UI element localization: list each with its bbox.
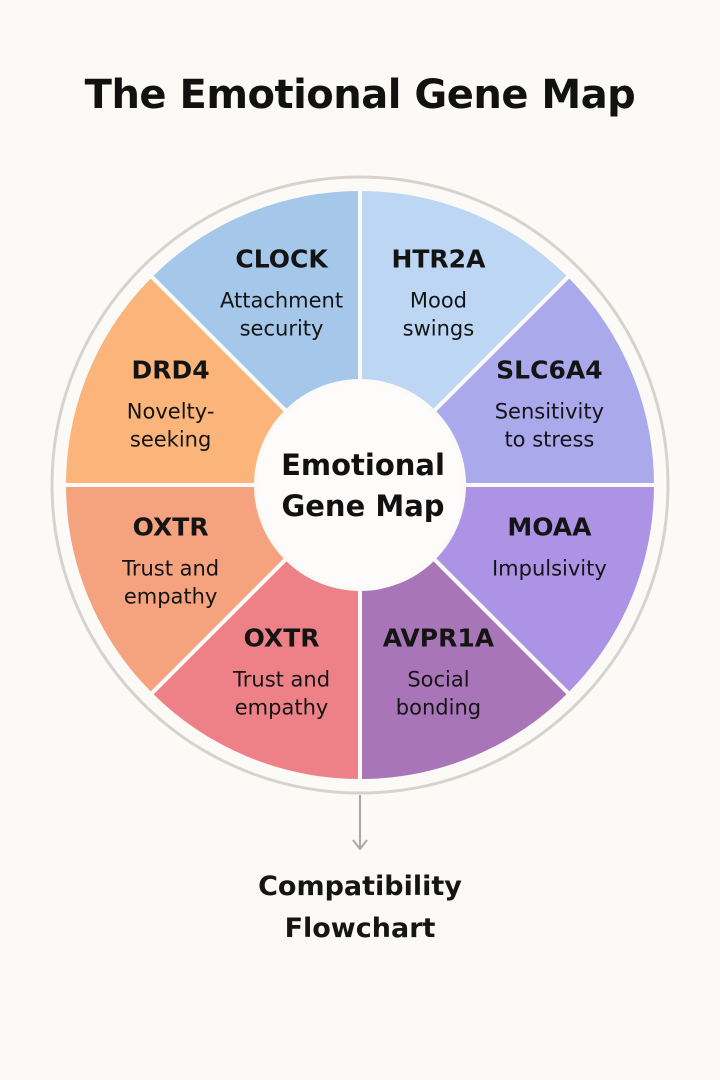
- segment-trait-line1-3: Social: [407, 667, 469, 691]
- footer-line1: Compatibility: [258, 871, 462, 902]
- segment-gene-7: CLOCK: [235, 245, 329, 274]
- segment-trait-line2-1: to stress: [504, 428, 594, 452]
- segment-trait-line2-4: empathy: [235, 695, 329, 719]
- segment-gene-0: HTR2A: [391, 245, 486, 274]
- segment-trait-line1-6: Novelty-: [127, 400, 215, 424]
- segment-trait-line1-0: Mood: [410, 289, 467, 313]
- segment-trait-line2-7: security: [240, 317, 324, 341]
- segment-trait-line1-7: Attachment: [220, 289, 343, 313]
- segment-trait-line2-6: seeking: [130, 428, 211, 452]
- outer-ring: [50, 175, 670, 795]
- segment-gene-3: AVPR1A: [383, 623, 495, 652]
- center-circle: [254, 379, 466, 591]
- segment-trait-line1-1: Sensitivity: [495, 400, 604, 424]
- segment-trait-line2-0: swings: [403, 317, 475, 341]
- center-label-line2: Gene Map: [281, 489, 444, 523]
- segment-gene-2: MOAA: [507, 512, 592, 541]
- segment-trait-line1-2: Impulsivity: [492, 556, 607, 580]
- segment-trait-line2-3: bonding: [396, 695, 481, 719]
- footer-label: Compatibility Flowchart: [0, 866, 720, 950]
- segment-gene-1: SLC6A4: [496, 356, 602, 385]
- segment-trait-line2-5: empathy: [124, 584, 218, 608]
- segment-trait-line1-4: Trust and: [232, 667, 330, 691]
- page-title: The Emotional Gene Map: [84, 72, 636, 118]
- segment-trait-line1-5: Trust and: [121, 556, 219, 580]
- footer-line2: Flowchart: [284, 913, 436, 944]
- segment-gene-5: OXTR: [133, 512, 209, 541]
- segment-gene-4: OXTR: [244, 623, 320, 652]
- center-label-line1: Emotional: [281, 448, 445, 482]
- segment-gene-6: DRD4: [132, 356, 210, 385]
